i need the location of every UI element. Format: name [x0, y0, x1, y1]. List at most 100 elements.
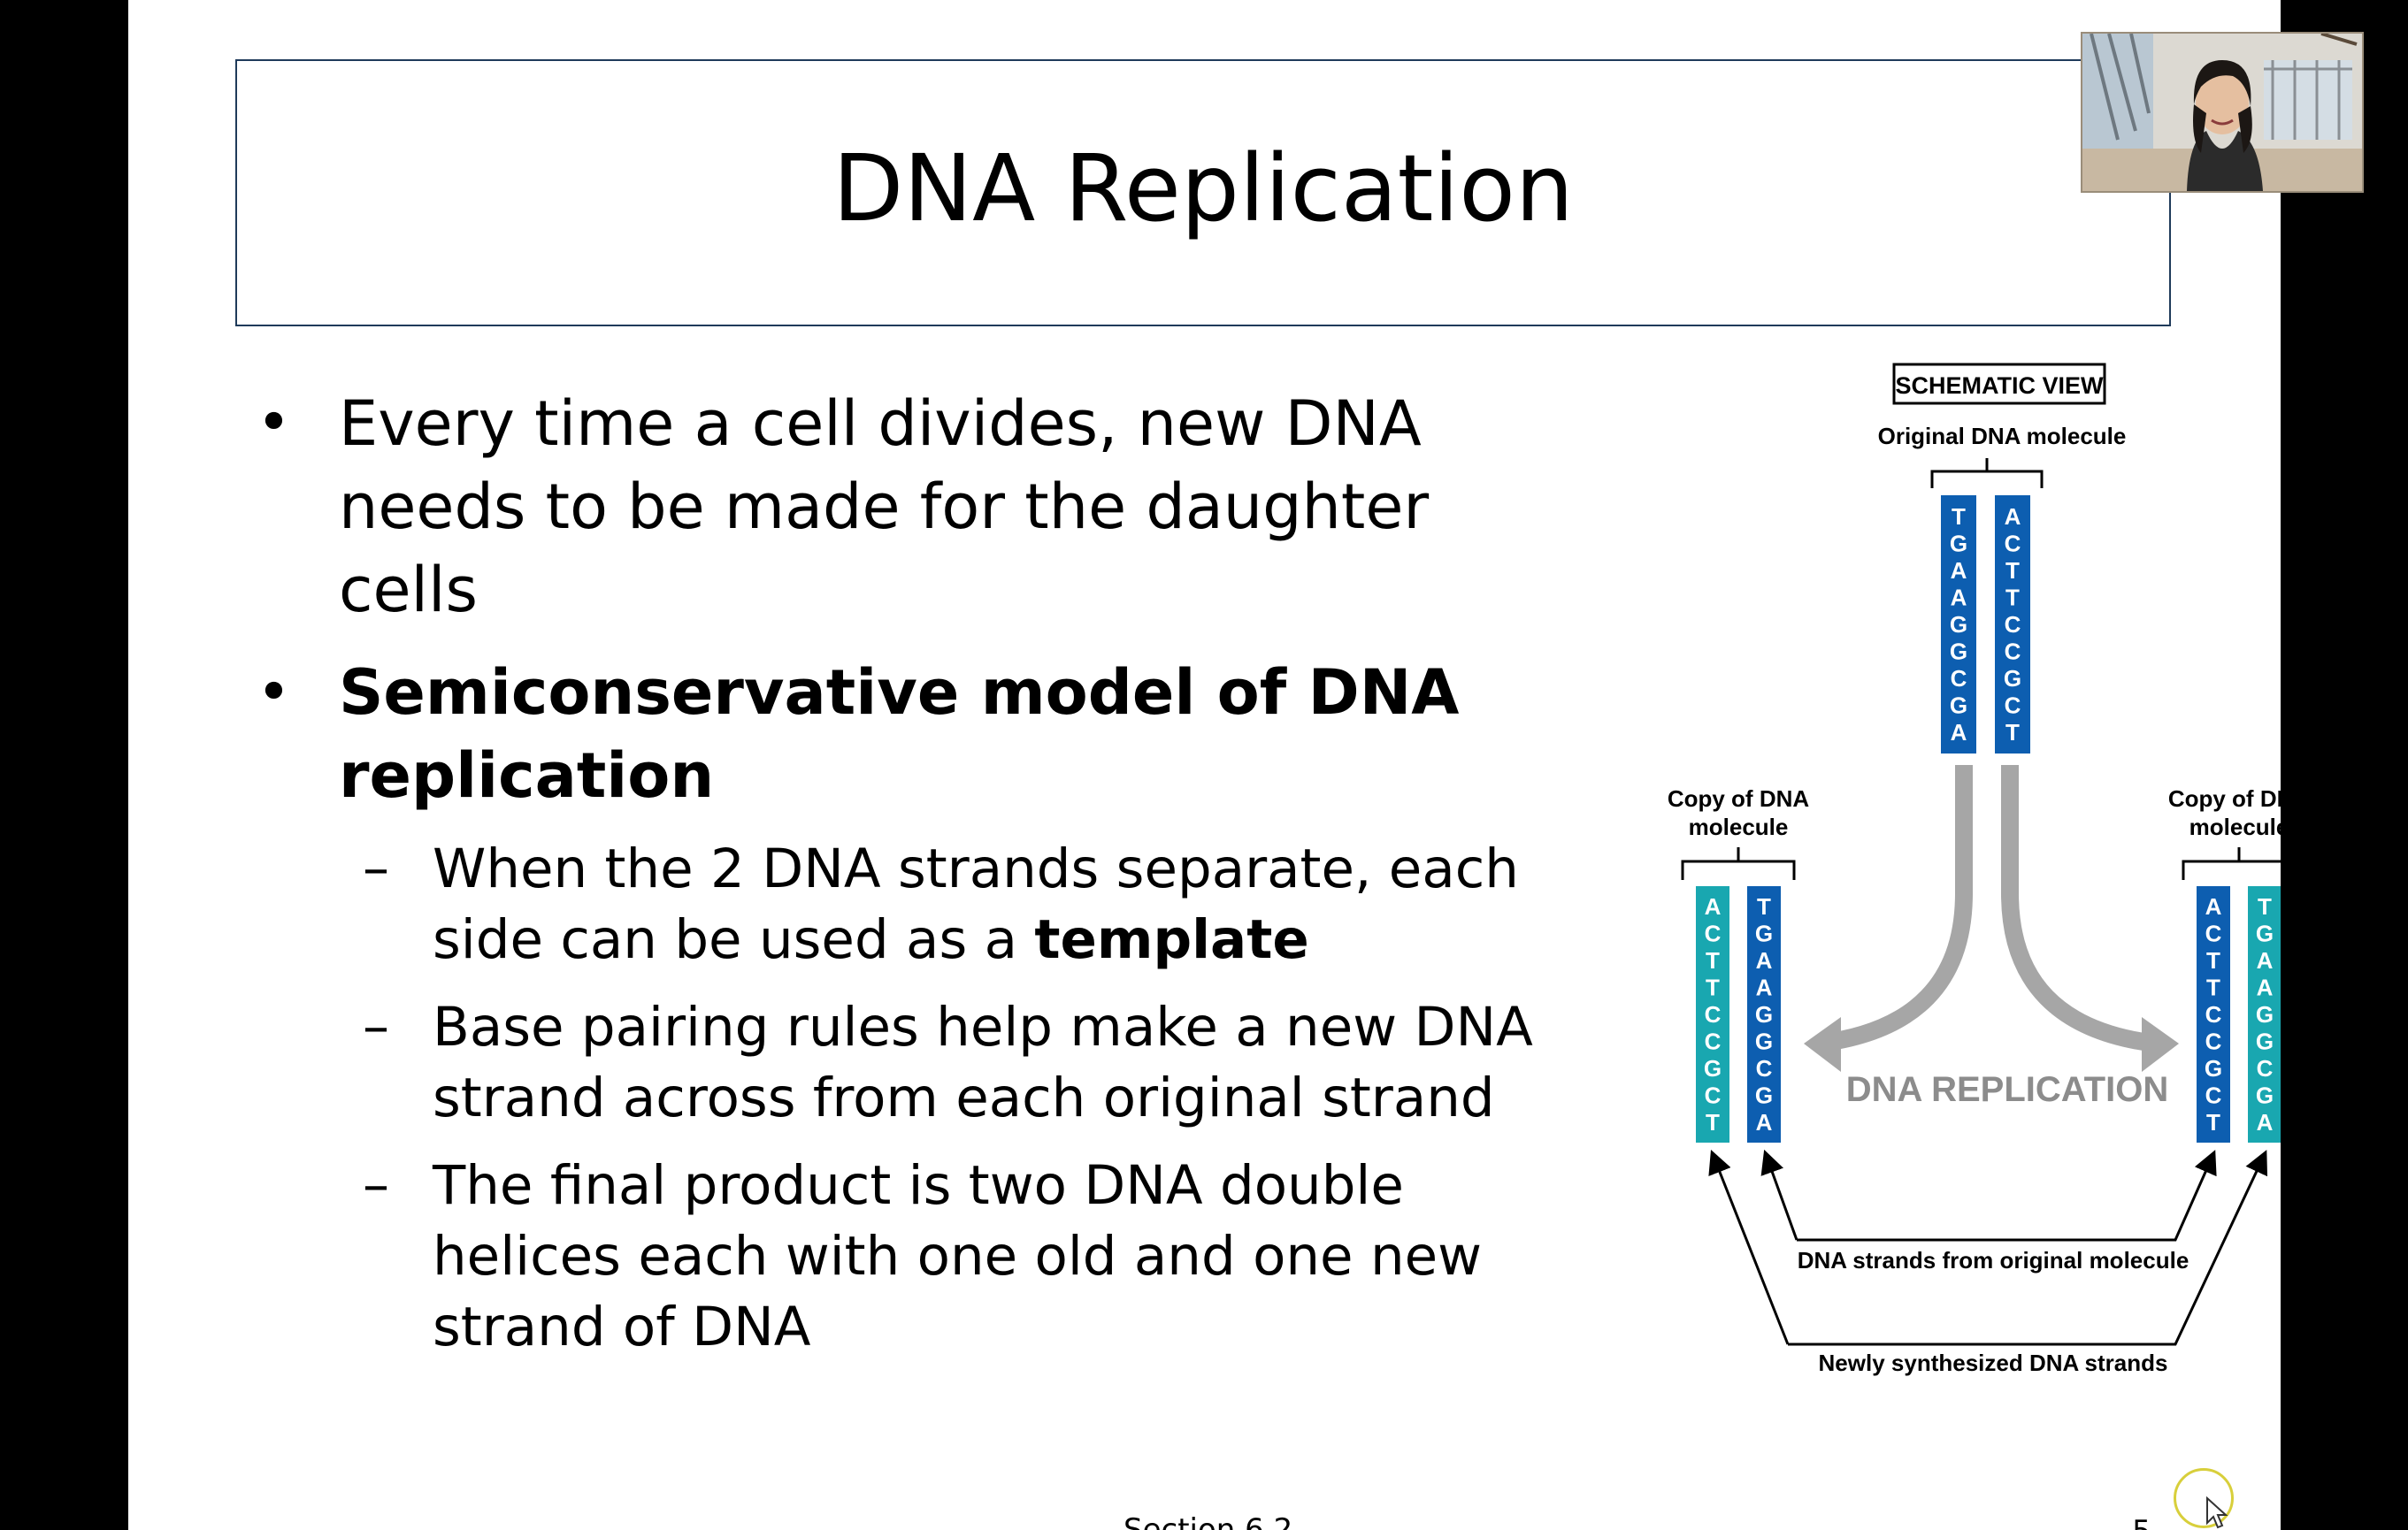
base-letter: G — [1950, 692, 1967, 719]
base-letter: T — [1706, 947, 1720, 974]
bullet-1-line-3: cells — [339, 554, 478, 626]
base-letter: C — [1705, 1001, 1722, 1028]
base-letter: T — [2258, 893, 2272, 920]
arrowhead-right — [2142, 1017, 2179, 1072]
base-letter: G — [2004, 665, 2021, 692]
base-letter: G — [2256, 921, 2274, 947]
original-molecule-label: Original DNA molecule — [1878, 423, 2127, 449]
slide-title: DNA Replication — [832, 134, 1574, 242]
base-letter: T — [2005, 585, 2020, 611]
base-letter: C — [2005, 611, 2021, 638]
base-letter: T — [2005, 719, 2020, 746]
bullet-dot: • — [257, 658, 291, 726]
base-letter: C — [2205, 921, 2222, 947]
footer-section: Section 6.2 — [1123, 1512, 1293, 1530]
left-copy-label-2: molecule — [1689, 814, 1789, 840]
base-letter: C — [2005, 531, 2021, 557]
base-letter: T — [1952, 503, 1966, 530]
sub-1-line-1: When the 2 DNA strands separate, each — [433, 838, 1519, 900]
base-letter: T — [2206, 947, 2220, 974]
slide: DNA Replication • Every time a cell divi… — [128, 0, 2281, 1530]
base-letter: T — [1706, 975, 1720, 1001]
base-letter: G — [2256, 1082, 2274, 1109]
base-letter: A — [2205, 893, 2222, 920]
base-letter: A — [1756, 947, 1773, 974]
base-letter: G — [2256, 1029, 2274, 1055]
cursor-highlight — [2174, 1468, 2234, 1528]
right-copy-new-strand — [2248, 886, 2281, 1143]
base-letter: G — [1704, 1055, 1722, 1082]
base-letter: C — [2205, 1001, 2222, 1028]
right-copy-label-1: Copy of DNA — [2168, 785, 2281, 812]
left-copy-bracket — [1681, 847, 1796, 880]
pointer-right-new — [1788, 1150, 2268, 1346]
sub-bullet-dash: – — [363, 996, 389, 1058]
base-letter: G — [1950, 639, 1967, 665]
base-letter: A — [2257, 947, 2274, 974]
sub-3-line-1: The final product is two DNA double — [433, 1154, 1404, 1217]
base-letter: C — [2205, 1082, 2222, 1109]
original-bracket — [1930, 458, 2044, 488]
right-copy-label-2: molecule — [2189, 814, 2281, 840]
base-letter: A — [1951, 557, 1967, 584]
base-letter: A — [2257, 1109, 2274, 1136]
right-copy-old-strand — [2197, 886, 2230, 1143]
replication-arrow-right — [2001, 765, 2158, 1052]
arrowhead-left — [1804, 1017, 1841, 1072]
base-letter: C — [2005, 692, 2021, 719]
bullet-1-line-2: needs to be made for the daughter — [339, 470, 1430, 543]
base-letter: G — [1755, 921, 1773, 947]
base-letter: C — [1705, 1029, 1722, 1055]
bullet-2-line-1: Semiconservative model of DNA — [339, 656, 1460, 729]
base-letter: G — [1755, 1029, 1773, 1055]
webcam-video[interactable] — [2081, 32, 2364, 193]
original-strands-label: DNA strands from original molecule — [1798, 1247, 2189, 1274]
base-letter: A — [1951, 719, 1967, 746]
new-strands-label: Newly synthesized DNA strands — [1819, 1350, 2168, 1376]
base-letter: T — [1757, 893, 1771, 920]
base-letter: C — [2257, 1055, 2274, 1082]
pointer-left-new — [1708, 1149, 1790, 1345]
pointer-right-old — [1797, 1150, 2217, 1242]
base-letter: A — [1756, 1109, 1773, 1136]
original-strand-right — [1995, 495, 2030, 754]
base-letter: C — [2205, 1029, 2222, 1055]
base-letter: T — [1706, 1109, 1720, 1136]
sub-bullet-dash: – — [363, 1154, 389, 1216]
bullet-2-line-2: replication — [339, 739, 715, 812]
mouse-cursor-icon — [2206, 1496, 2228, 1529]
sub-2-line-2: strand across from each original strand — [433, 1067, 1495, 1129]
base-letter: G — [1950, 531, 1967, 557]
base-letter: C — [1705, 1082, 1722, 1109]
left-copy-label-1: Copy of DNA — [1668, 785, 1810, 812]
base-letter: G — [1950, 611, 1967, 638]
base-letter: A — [2257, 975, 2274, 1001]
sub-3-line-2: helices each with one old and one new — [433, 1225, 1483, 1288]
page-number: 5 — [2132, 1514, 2151, 1530]
original-strand-left — [1941, 495, 1976, 754]
bullet-dot: • — [257, 388, 291, 456]
base-letter: G — [2205, 1055, 2222, 1082]
bullet-1-line-1: Every time a cell divides, new DNA — [339, 387, 1422, 460]
dna-replication-diagram: SCHEMATIC VIEW Original DNA molecule TGA… — [1668, 363, 2281, 1376]
base-letter: A — [1705, 893, 1722, 920]
left-copy-old-strand — [1747, 886, 1781, 1143]
base-letter: T — [2206, 1109, 2220, 1136]
schematic-view-label: SCHEMATIC VIEW — [1896, 372, 2105, 399]
dna-replication-label: DNA REPLICATION — [1846, 1070, 2168, 1109]
pointer-left-old — [1760, 1149, 1798, 1241]
base-letter: A — [1951, 585, 1967, 611]
base-letter: T — [2206, 975, 2220, 1001]
sub-1-line-2: side can be used as a template — [433, 905, 1309, 975]
base-letter: C — [1705, 921, 1722, 947]
base-letter: T — [2005, 557, 2020, 584]
base-letter: A — [1756, 975, 1773, 1001]
base-letter: G — [2256, 1001, 2274, 1028]
webcam-scene-icon — [2082, 34, 2362, 191]
